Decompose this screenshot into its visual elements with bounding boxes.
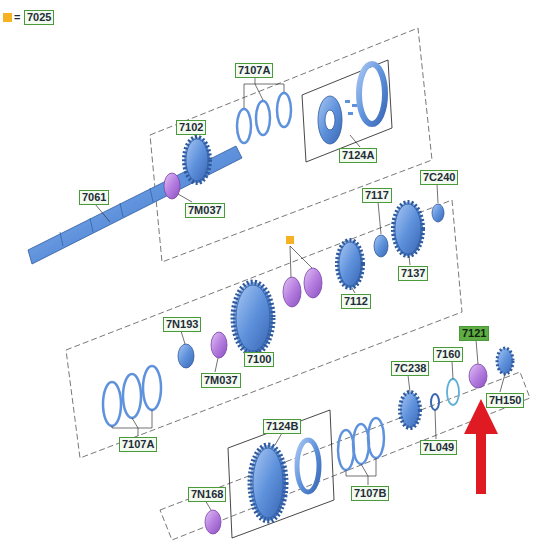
callout-number: 7C240 [420,170,458,185]
callout-number: 7107A [235,63,273,78]
callout-number: 7061 [79,190,109,205]
callout-number: 7107A [119,437,157,452]
callout-number: 7L049 [420,440,457,455]
callout-number: 7H150 [486,393,524,408]
callout-number: 7M037 [201,373,241,388]
callout-number: 7N168 [188,487,226,502]
callout-number: 7N193 [163,317,201,332]
callout-number: 7124A [339,148,377,163]
callout-number: 7124B [263,419,301,434]
legend-text: 7025 [24,10,54,25]
callout-number: 7121 [459,326,489,341]
equals-sign: = [14,11,20,24]
callout-number: 7107B [351,486,389,501]
callout-number: 7137 [398,266,428,281]
callout-number: 7102 [176,120,206,135]
legend-swatch [3,13,12,22]
callout-number: 7160 [433,347,463,362]
callout-number: 7112 [341,294,371,309]
callout-number: 7M037 [185,203,225,218]
marker-square [286,236,294,244]
callout-number: 7100 [244,352,274,367]
callout-number: 7117 [362,188,392,203]
callout-number: 7C238 [391,361,429,376]
